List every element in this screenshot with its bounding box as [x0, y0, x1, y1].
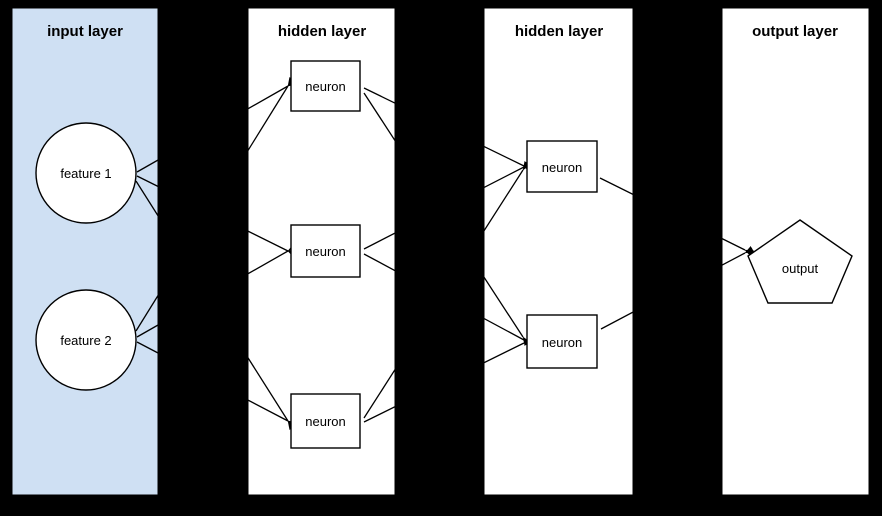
node-hidden1-neuron-3[interactable]: neuron: [290, 393, 361, 449]
edge-output-hidden2n1: [599, 177, 755, 257]
edge-hidden1n3-feature2: [136, 341, 298, 428]
edge-hidden2n2-hidden1n1: [363, 92, 531, 346]
edges-hidden1-hidden2: [363, 87, 534, 423]
hidden2-neuron-1-label: neuron: [542, 160, 582, 175]
hidden1-neuron-3-box[interactable]: [290, 393, 361, 449]
edge-hidden2n2-hidden1n2: [363, 253, 534, 348]
edge-hidden1n1-feature2: [135, 77, 296, 332]
node-hidden2-neuron-2[interactable]: neuron: [526, 314, 598, 369]
edges-hidden2-output: [599, 177, 755, 330]
edge-hidden2n1-hidden1n2: [363, 160, 534, 250]
layer-titles: input layer hidden layer hidden layer ou…: [47, 23, 838, 40]
node-hidden2-neuron-1[interactable]: neuron: [526, 140, 598, 193]
edge-hidden1n1-feature1: [136, 78, 298, 173]
hidden-layer-1-nodes: neuron neuron neuron: [290, 60, 361, 449]
output-pentagon[interactable]: [747, 219, 853, 304]
node-feature-2[interactable]: feature 2: [35, 289, 137, 391]
output-layer-title: output layer: [752, 23, 838, 40]
node-feature-1[interactable]: feature 1: [35, 122, 137, 224]
edge-hidden1n2-feature2: [136, 243, 298, 338]
edge-hidden2n1-hidden1n1: [363, 87, 534, 173]
edges-input-hidden1: [135, 77, 298, 430]
feature-1-label: feature 1: [60, 166, 111, 181]
hidden2-neuron-1-box[interactable]: [526, 140, 598, 193]
output-layer-nodes: output: [747, 219, 853, 304]
output-label: output: [782, 261, 819, 276]
hidden1-neuron-2-label: neuron: [305, 244, 345, 259]
feature-2-circle[interactable]: [35, 289, 137, 391]
input-layer-title: input layer: [47, 23, 123, 40]
node-output[interactable]: output: [747, 219, 853, 304]
hidden1-neuron-3-label: neuron: [305, 414, 345, 429]
hidden2-neuron-2-label: neuron: [542, 335, 582, 350]
hidden-layer-2-nodes: neuron neuron: [526, 140, 598, 369]
hidden1-neuron-1-label: neuron: [305, 79, 345, 94]
hidden1-neuron-1-box[interactable]: [290, 60, 361, 112]
hidden2-neuron-2-box[interactable]: [526, 314, 598, 369]
feature-1-circle[interactable]: [35, 122, 137, 224]
hidden1-neuron-2-box[interactable]: [290, 224, 361, 278]
edge-hidden2n1-hidden1n3: [363, 161, 531, 419]
layer-panels: [11, 7, 870, 496]
feature-2-label: feature 2: [60, 333, 111, 348]
node-hidden1-neuron-1[interactable]: neuron: [290, 60, 361, 112]
input-layer-panel: [11, 7, 159, 496]
node-hidden1-neuron-2[interactable]: neuron: [290, 224, 361, 278]
hidden-layer-2-title: hidden layer: [515, 23, 604, 40]
edge-hidden2n2-hidden1n3: [363, 336, 534, 423]
edge-hidden1n3-feature1: [135, 180, 296, 430]
edge-hidden1n2-feature1: [136, 175, 298, 258]
hidden-layer-2-panel: [483, 7, 634, 496]
hidden-layer-1-title: hidden layer: [278, 23, 367, 40]
input-layer-nodes: feature 1 feature 2: [35, 122, 137, 391]
edge-output-hidden2n2: [600, 245, 755, 330]
